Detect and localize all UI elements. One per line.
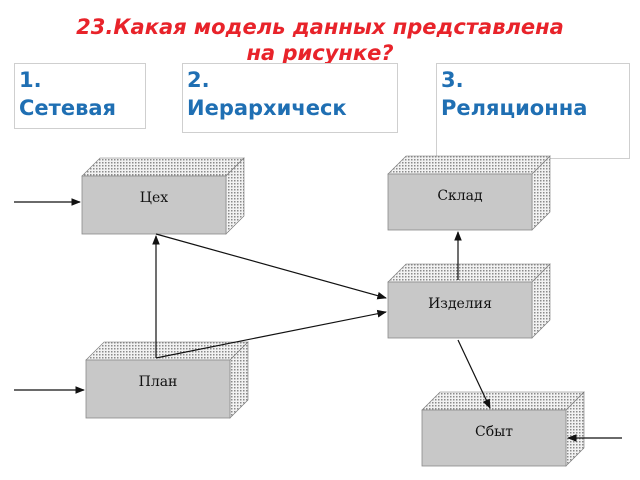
answer-option-hierarchical[interactable]: 2. Иерархическ — [182, 63, 398, 133]
box-izdeliya: Изделия — [387, 263, 551, 339]
question-line-1: 23.Какая модель данных представлена — [76, 15, 564, 39]
box-sklad: Склад — [387, 155, 551, 231]
answer-option-network[interactable]: 1. Сетевая — [14, 63, 146, 129]
box-label-tseh: Цех — [140, 190, 168, 206]
box-tseh: Цех — [81, 157, 245, 235]
box-label-sbyt: Сбыт — [475, 424, 513, 440]
box-plan: План — [85, 341, 249, 419]
option-label: Реляционна — [441, 96, 588, 120]
arrow-izdeliya-to-sbyt — [457, 339, 491, 409]
option-number: 1. — [19, 68, 42, 92]
box-label-izdeliya: Изделия — [428, 296, 492, 312]
option-number: 2. — [187, 68, 210, 92]
box-label-plan: План — [139, 374, 178, 390]
arrow-tseh-to-izdeliya — [155, 233, 387, 300]
arrow-plan-to-izdeliya — [155, 309, 387, 359]
question-title: 23.Какая модель данных представлена на р… — [20, 14, 620, 66]
box-label-sklad: Склад — [437, 188, 483, 204]
option-label: Иерархическ — [187, 96, 347, 120]
box-sbyt: Сбыт — [421, 391, 585, 467]
answer-option-relational[interactable]: 3. Реляционна — [436, 63, 630, 159]
option-label: Сетевая — [19, 96, 117, 120]
option-number: 3. — [441, 68, 464, 92]
question-line-2: на рисунке? — [246, 41, 394, 65]
